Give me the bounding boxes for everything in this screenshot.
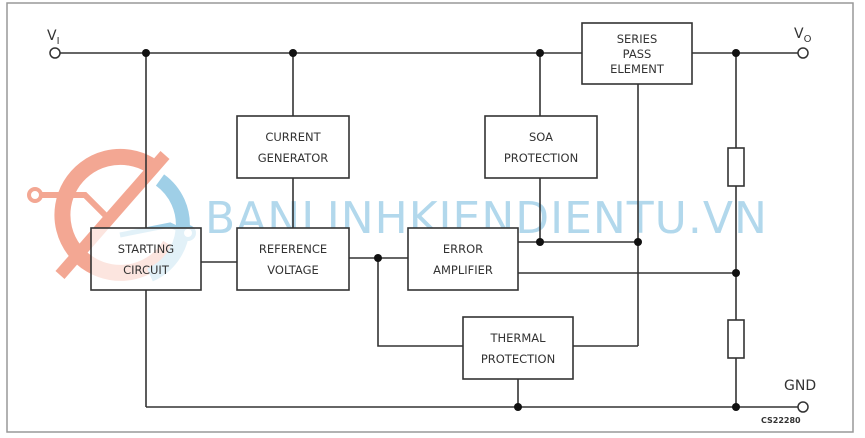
output-label: VO <box>794 26 812 45</box>
resistor-lower <box>727 319 745 359</box>
output-terminal <box>797 47 809 59</box>
block-current-generator: CURRENT GENERATOR <box>236 115 350 179</box>
svg-text:PROTECTION: PROTECTION <box>481 352 555 366</box>
frame <box>6 2 854 433</box>
svg-text:ERROR: ERROR <box>443 242 483 256</box>
svg-text:PASS: PASS <box>623 47 652 61</box>
svg-text:THERMAL: THERMAL <box>489 331 546 345</box>
block-series-pass-element: SERIES PASS ELEMENT <box>581 22 693 85</box>
input-label: VI <box>47 28 60 47</box>
svg-text:SERIES: SERIES <box>617 32 658 46</box>
figure-code: CS22280 <box>761 416 801 425</box>
block-reference-voltage: REFERENCE VOLTAGE <box>236 227 350 291</box>
svg-text:CURRENT: CURRENT <box>265 130 321 144</box>
svg-text:REFERENCE: REFERENCE <box>259 242 327 256</box>
wires <box>60 52 798 408</box>
svg-text:STARTING: STARTING <box>118 242 174 256</box>
svg-text:GENERATOR: GENERATOR <box>258 151 329 165</box>
ground-terminal <box>797 401 809 413</box>
block-thermal-protection: THERMAL PROTECTION <box>462 316 574 380</box>
block-error-amplifier: ERROR AMPLIFIER <box>407 227 519 291</box>
svg-text:ELEMENT: ELEMENT <box>610 62 665 76</box>
input-terminal <box>49 47 61 59</box>
svg-text:AMPLIFIER: AMPLIFIER <box>433 263 493 277</box>
svg-text:PROTECTION: PROTECTION <box>504 151 578 165</box>
svg-text:CIRCUIT: CIRCUIT <box>123 263 170 277</box>
junction-dots <box>142 49 740 411</box>
svg-text:SOA: SOA <box>529 130 553 144</box>
ground-label: GND <box>784 378 816 394</box>
block-soa-protection: SOA PROTECTION <box>484 115 598 179</box>
block-starting-circuit: STARTING CIRCUIT <box>90 227 202 291</box>
resistor-upper <box>727 147 745 187</box>
svg-text:VOLTAGE: VOLTAGE <box>267 263 319 277</box>
